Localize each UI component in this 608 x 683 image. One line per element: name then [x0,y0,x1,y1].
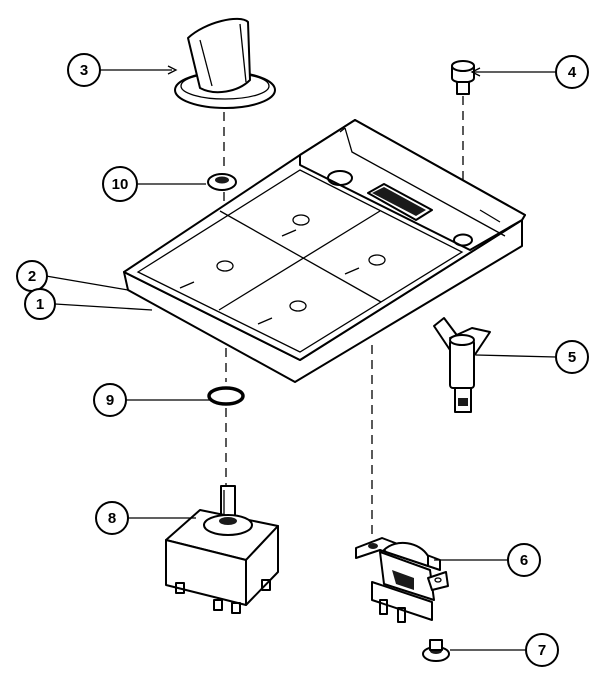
callout-6-label: 6 [520,552,528,569]
callout-3: 3 [67,53,101,87]
callout-2: 2 [16,260,48,292]
plug-button-part-4 [451,60,475,95]
callout-10: 10 [102,166,138,202]
callout-7: 7 [525,633,559,667]
callout-10-label: 10 [112,176,129,193]
callout-7-label: 7 [538,642,546,659]
screw-part-7 [422,639,450,662]
callout-5-label: 5 [568,349,576,366]
callout-9-label: 9 [106,392,114,409]
leader-lines [45,65,557,651]
callout-3-label: 3 [80,62,88,79]
callout-4-label: 4 [568,64,577,81]
callout-2-label: 2 [28,268,36,285]
control-panel-base [123,119,526,383]
grommet-part-10 [207,173,237,191]
callout-5: 5 [555,340,589,374]
callout-8: 8 [95,501,129,535]
callout-8-label: 8 [108,510,116,527]
knob-part-3 [174,17,276,109]
o-ring-part-9 [207,386,245,406]
rocker-switch-part-6 [355,537,449,623]
rotary-switch-part-8 [165,485,279,614]
callout-9: 9 [93,383,127,417]
indicator-lamp-part-5 [433,317,491,413]
callout-1-label: 1 [36,296,44,313]
callout-6: 6 [507,543,541,577]
callout-1: 1 [24,288,56,320]
callout-4: 4 [555,55,589,89]
